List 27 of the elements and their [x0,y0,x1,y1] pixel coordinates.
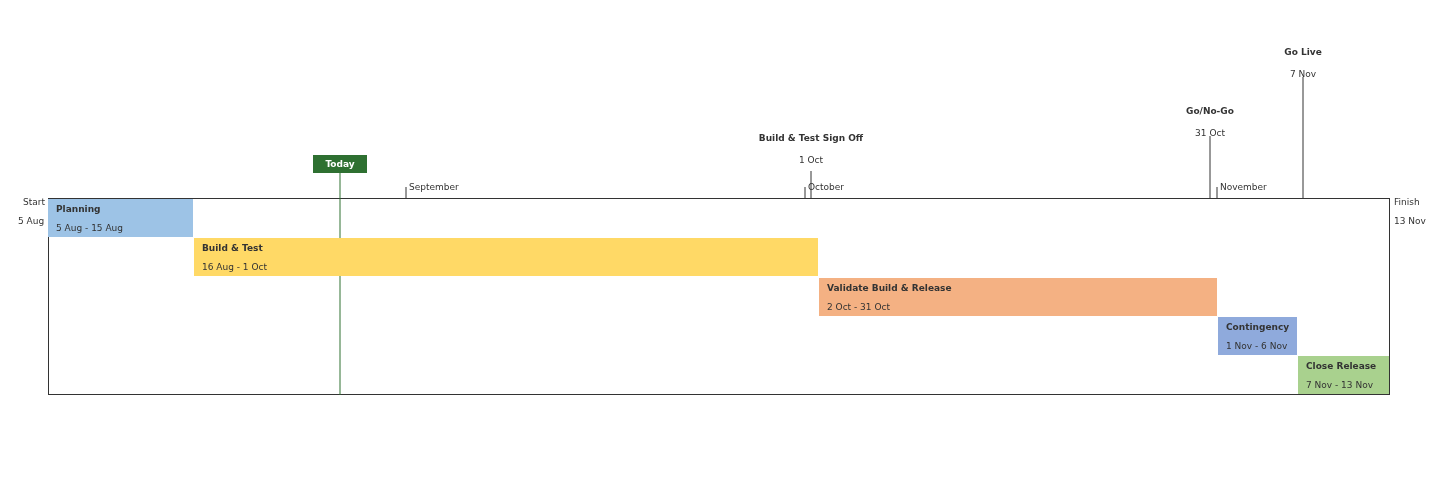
today-marker: Today [313,155,367,173]
task-title: Close Release [1306,361,1377,371]
task-title: Contingency [1226,322,1290,332]
date-range: 2 Oct - 31 Oct [827,302,890,312]
date-range: 1 Nov - 6 Nov [1226,341,1288,351]
date-range: 7 Nov - 13 Nov [1306,380,1373,390]
task-bar [194,238,818,276]
month-label: October [808,182,845,192]
milestone-date: 7 Nov [1289,69,1317,79]
task-title: Validate Build & Release [827,283,952,293]
task-bar [48,199,193,237]
milestone-date: 1 Oct [798,155,824,165]
month-label: September [409,182,459,192]
date-range: 16 Aug - 1 Oct [202,262,267,272]
month-label: November [1220,182,1267,192]
task-title: Build & Test [202,243,263,253]
task-bar [1298,356,1389,394]
milestone-title: Go/No-Go [1186,106,1234,116]
finish-date: 13 Nov [1394,216,1426,226]
milestone-title: Build & Test Sign Off [758,133,864,143]
task-title: Planning [56,204,101,214]
date-range: 5 Aug - 15 Aug [56,223,124,233]
milestone-date: 31 Oct [1195,128,1225,138]
finish-label: Finish [1394,197,1420,207]
task-bar [1218,317,1297,355]
task-bar [819,278,1217,316]
milestone-title: Go Live [1284,47,1322,57]
